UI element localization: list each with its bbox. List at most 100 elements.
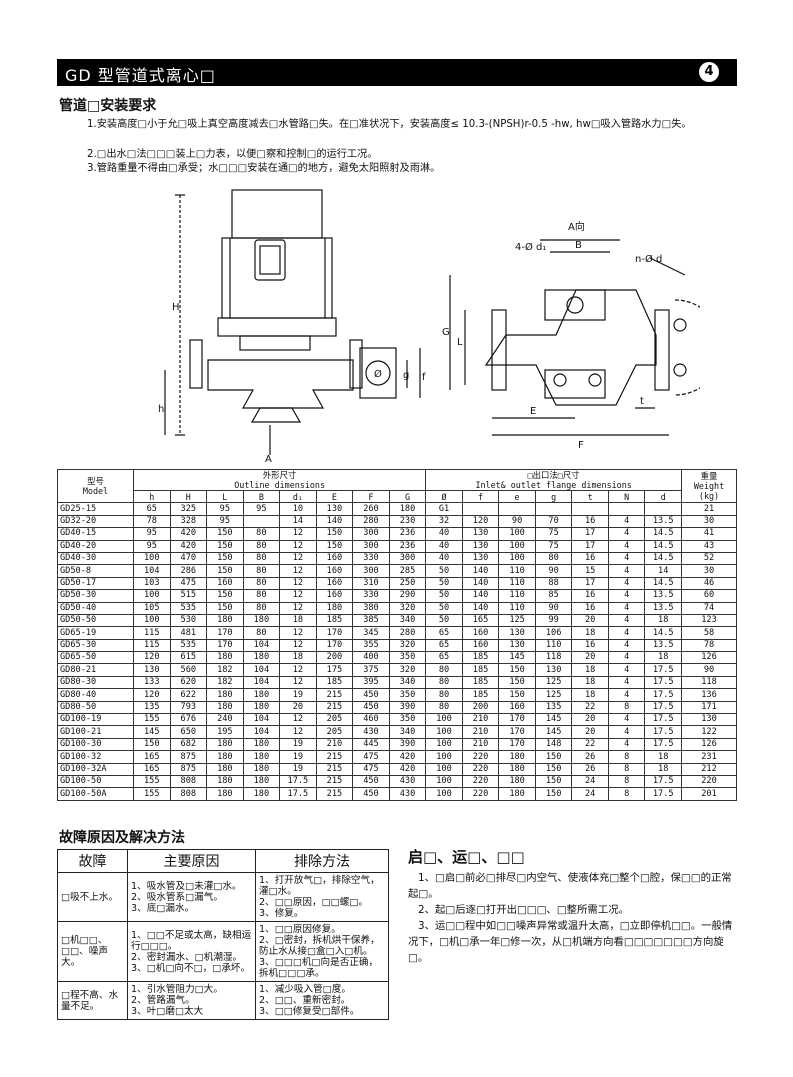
table-cell: 290: [388, 589, 427, 603]
model-cell: GD100-32: [57, 750, 134, 764]
table-cell: 100: [425, 762, 463, 777]
table-cell: 180: [242, 651, 281, 665]
table-cell: 180: [498, 762, 536, 777]
table-cell: 88: [534, 576, 573, 591]
table-cell: 100: [425, 737, 463, 752]
table-cell: 106: [534, 626, 573, 640]
table-cell: 350: [388, 713, 427, 727]
table-cell: 12: [279, 638, 317, 653]
table-cell: 231: [681, 750, 737, 764]
table-cell: 450: [352, 774, 390, 789]
model-cell: GD40-15: [57, 527, 134, 541]
table-cell: 12: [279, 589, 317, 603]
table-cell: 110: [498, 576, 536, 591]
table-cell: 180: [206, 613, 244, 628]
fault-cell: □吸不上水。: [57, 872, 128, 922]
table-cell: 104: [242, 638, 281, 653]
table-cell: 155: [133, 787, 171, 801]
table-cell: 19: [279, 750, 317, 764]
table-cell: 99: [534, 613, 573, 628]
table-cell: 50: [425, 564, 463, 578]
table-cell: 80: [242, 539, 281, 553]
fault-cell: □程不高、水量不足。: [57, 981, 128, 1020]
table-cell: 18: [571, 626, 609, 640]
header-weight-cn: 重量: [700, 471, 718, 482]
table-cell: 20: [571, 713, 609, 727]
fix-item: 1、减少吸入管□度。: [259, 984, 351, 995]
page-title: GD 型管道式离心□: [65, 66, 216, 85]
table-cell: 475: [352, 750, 390, 764]
table-cell: 80: [242, 551, 281, 566]
header-outline-cn: 外形尺寸: [262, 470, 297, 481]
table-cell: 150: [206, 527, 244, 541]
cause-cell: 1、□□不足或太高，缺相运行□□□。2、密封漏水、□机潮湿。3、□机□向不□，□…: [127, 921, 256, 982]
fix-item: 2、□□原因，□□螺□。: [259, 897, 368, 908]
table-cell: 4: [607, 651, 646, 665]
table-cell: 350: [388, 688, 427, 702]
model-cell: GD50-50: [57, 613, 134, 628]
table-cell: 470: [169, 551, 208, 566]
table-cell: 150: [315, 527, 354, 541]
table-cell: 320: [388, 663, 427, 677]
table-cell: 180: [498, 774, 536, 789]
table-cell: 17.5: [644, 737, 682, 752]
table-cell: 201: [681, 787, 737, 801]
table-cell: 90: [498, 514, 536, 529]
table-cell: 4: [607, 564, 646, 578]
table-cell: 430: [388, 787, 427, 801]
header-model-cn: 型号: [87, 476, 104, 487]
table-cell: 180: [388, 502, 427, 516]
table-cell: 40: [425, 551, 463, 566]
table-cell: 145: [534, 725, 573, 739]
table-cell: 78: [681, 638, 737, 653]
table-cell: 340: [388, 725, 427, 739]
table-cell: 95: [133, 527, 171, 541]
table-cell: 125: [498, 613, 536, 628]
table-cell: 170: [498, 713, 536, 727]
table-cell: 236: [388, 527, 427, 541]
table-cell: 14: [644, 564, 682, 578]
table-cell: 133: [133, 675, 171, 690]
table-cell: 535: [169, 638, 208, 653]
table-cell: 80: [425, 700, 463, 715]
table-cell: 180: [242, 700, 281, 715]
model-cell: GD80-30: [57, 675, 134, 690]
table-cell: 140: [461, 589, 500, 603]
table-cell: 160: [206, 576, 244, 591]
dim-label-H: H: [172, 302, 180, 313]
table-cell: 340: [388, 675, 427, 690]
table-cell: 18: [644, 762, 682, 777]
subheader-6: F: [352, 489, 390, 504]
table-cell: 355: [352, 638, 390, 653]
table-cell: 100: [498, 527, 536, 541]
table-cell: 18: [279, 651, 317, 665]
table-cell: 4: [607, 551, 646, 566]
plan-right-flange: [654, 309, 670, 391]
table-cell: 375: [352, 663, 390, 677]
table-cell: 14.5: [644, 527, 682, 541]
table-cell: 18: [571, 675, 609, 690]
table-cell: 118: [681, 675, 737, 690]
table-cell: 12: [279, 564, 317, 578]
header-weight-unit: (kg): [698, 491, 720, 502]
table-cell: 46: [681, 576, 737, 591]
table-cell: 808: [169, 787, 208, 801]
table-cell: 12: [279, 551, 317, 566]
dim-label-B: B: [575, 240, 582, 251]
model-cell: GD100-50A: [57, 787, 134, 801]
table-cell: 212: [681, 762, 737, 777]
table-cell: 182: [206, 663, 244, 677]
table-cell: 126: [681, 651, 737, 665]
table-cell: 328: [169, 514, 208, 529]
table-cell: 50: [425, 613, 463, 628]
subheader-8: Ø: [425, 489, 463, 504]
table-cell: 100: [133, 551, 171, 566]
